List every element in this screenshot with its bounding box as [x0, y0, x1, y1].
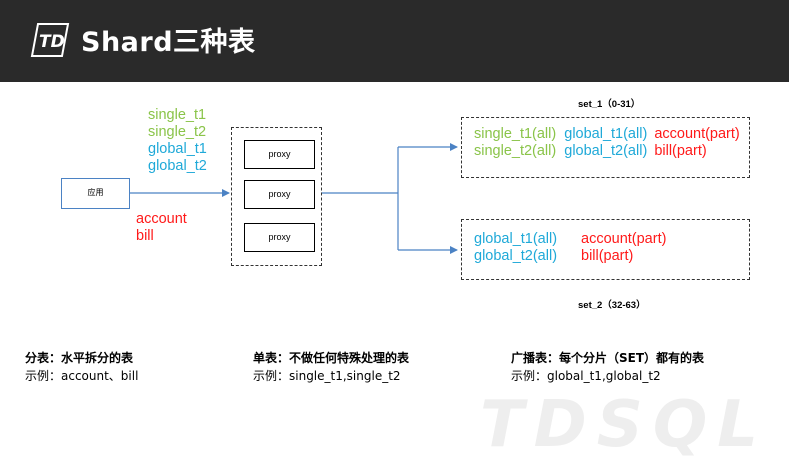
left-label-global-t1: global_t1: [148, 141, 207, 157]
note-broadcast-example: 示例：global_t1,global_t2: [511, 369, 661, 383]
set2-box: [461, 219, 750, 280]
connector-lines: [128, 143, 458, 254]
set2-label: set_2（32-63）: [578, 300, 646, 311]
page-title: Shard三种表: [81, 27, 256, 58]
proxy-box-2: proxy: [244, 180, 315, 209]
tdsql-watermark: TDSQL: [480, 388, 769, 462]
note-single-example: 示例：single_t1,single_t2: [253, 369, 401, 383]
logo-text: TD: [39, 32, 65, 52]
set1-single-t2: single_t2(all): [474, 143, 557, 159]
set2-bill: bill(part): [581, 248, 634, 264]
proxy-box-1: proxy: [244, 140, 315, 169]
header-bar: TD Shard三种表: [0, 0, 789, 82]
left-label-single-t2: single_t2: [148, 124, 207, 140]
set1-global-t2: global_t2(all): [564, 143, 648, 159]
application-label: 应用: [87, 188, 104, 197]
set2-global-t1: global_t1(all): [474, 231, 558, 247]
set1-row-1: single_t1(all) global_t1(all) account(pa…: [474, 126, 740, 143]
proxy-box-3: proxy: [244, 223, 315, 252]
set1-label: set_1（0-31）: [578, 99, 641, 110]
note-sharded-heading: 分表：水平拆分的表: [25, 351, 134, 365]
set2-account: account(part): [581, 231, 667, 247]
left-label-global-t2: global_t2: [148, 158, 207, 174]
set2-global-t2: global_t2(all): [474, 248, 558, 264]
note-broadcast-heading: 广播表：每个分片（SET）都有的表: [511, 351, 705, 365]
set1-bill: bill(part): [654, 143, 707, 159]
set1-account: account(part): [654, 126, 740, 142]
set1-global-t1: global_t1(all): [564, 126, 648, 142]
set1-box: [461, 117, 750, 178]
left-label-single-t1: single_t1: [148, 107, 207, 123]
note-single-heading: 单表：不做任何特殊处理的表: [253, 351, 410, 365]
tdsql-logo-icon: TD: [30, 23, 70, 57]
application-box: 应用: [61, 178, 130, 209]
set1-row-2: single_t2(all) global_t2(all) bill(part): [474, 143, 707, 160]
proxy-group: [231, 127, 322, 266]
left-label-bill: bill: [136, 228, 154, 244]
note-sharded-example: 示例：account、bill: [25, 369, 139, 383]
left-label-account: account: [136, 211, 187, 227]
set1-single-t1: single_t1(all): [474, 126, 557, 142]
